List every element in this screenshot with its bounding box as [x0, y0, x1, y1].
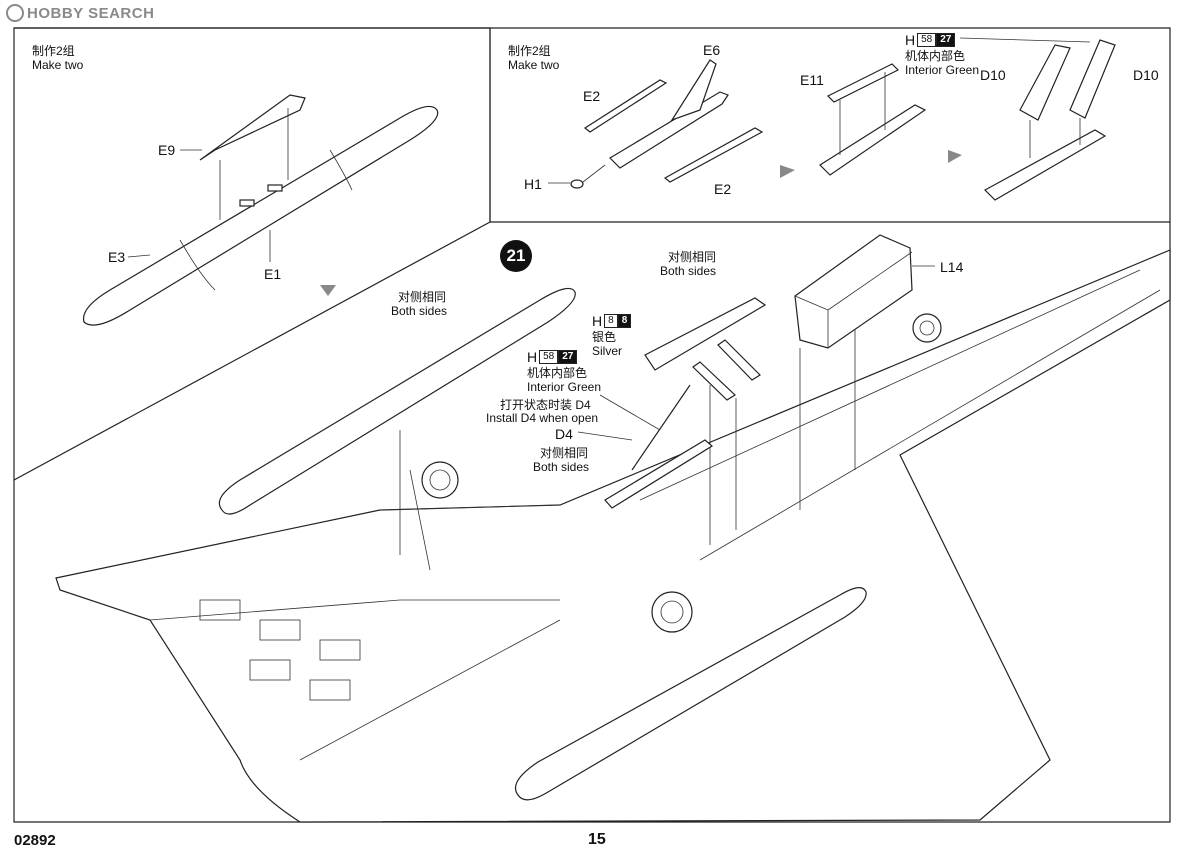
- landing-gear-left: [409, 461, 459, 571]
- part-label-e2-bottom: E2: [714, 181, 732, 197]
- both-sides-mid-en: Both sides: [533, 460, 590, 474]
- missile-lower: [604, 439, 714, 509]
- page-number: 15: [588, 831, 606, 848]
- landing-gear-right: [651, 591, 693, 633]
- install-note-cn: 打开状态时装 D4: [500, 398, 591, 412]
- missile-assembly-1: [570, 59, 764, 189]
- missile-assembly-3: [984, 39, 1116, 201]
- missile-main: [644, 297, 767, 545]
- left-note-en: Make two: [32, 58, 84, 72]
- both-sides-top-cn: 对侧相同: [668, 250, 717, 264]
- part-label-e2-top: E2: [583, 88, 601, 104]
- both-sides-left-cn: 对侧相同: [398, 290, 447, 304]
- part-label-d10-left: D10: [980, 67, 1006, 83]
- hobby-search-logo-icon: [6, 4, 24, 22]
- part-label-h1: H1: [524, 176, 542, 192]
- watermark: HOBBY SEARCH: [6, 4, 154, 22]
- part-label-d10-right: D10: [1133, 67, 1159, 83]
- down-arrow-icon: [320, 285, 336, 296]
- part-label-l14: L14: [940, 259, 964, 275]
- part-label-e1: E1: [264, 266, 282, 282]
- panel-left-frame: [13, 27, 491, 482]
- catalog-number: 02892: [14, 832, 56, 849]
- both-sides-left-en: Both sides: [391, 304, 448, 318]
- right-arrow-icon: [780, 165, 795, 178]
- avionics-box-l14: [794, 234, 913, 349]
- left-note-cn: 制作2组: [32, 44, 75, 58]
- bracket-d10-right: [1069, 39, 1116, 119]
- watermark-text: HOBBY SEARCH: [27, 4, 155, 22]
- bracket-d10-left: [1019, 44, 1071, 121]
- both-sides-mid-cn: 对侧相同: [540, 446, 589, 460]
- strut-d4: [631, 384, 691, 471]
- right-note-cn: 制作2组: [508, 44, 551, 58]
- missile-assembly-2: [819, 63, 927, 176]
- aircraft-fuselage: [55, 249, 1171, 823]
- landing-gear-rear: [912, 313, 942, 343]
- drop-tank-main-right: [514, 587, 867, 801]
- right-arrow-icon-2: [948, 150, 962, 163]
- pylon-e11: [826, 63, 900, 103]
- main-frame: [13, 222, 1171, 823]
- part-label-e9: E9: [158, 142, 176, 158]
- right-note-en: Make two: [508, 58, 560, 72]
- part-label-e11: E11: [800, 72, 824, 88]
- part-label-d4: D4: [555, 426, 573, 442]
- part-label-e3: E3: [108, 249, 126, 265]
- install-note-en: Install D4 when open: [486, 411, 599, 425]
- step-number: 21: [500, 240, 532, 272]
- both-sides-top-en: Both sides: [660, 264, 717, 278]
- drop-tank-main-left: [218, 287, 576, 555]
- drop-tank-left-panel: [82, 94, 439, 326]
- part-label-e6: E6: [703, 42, 721, 58]
- pylon-e9: [199, 94, 306, 161]
